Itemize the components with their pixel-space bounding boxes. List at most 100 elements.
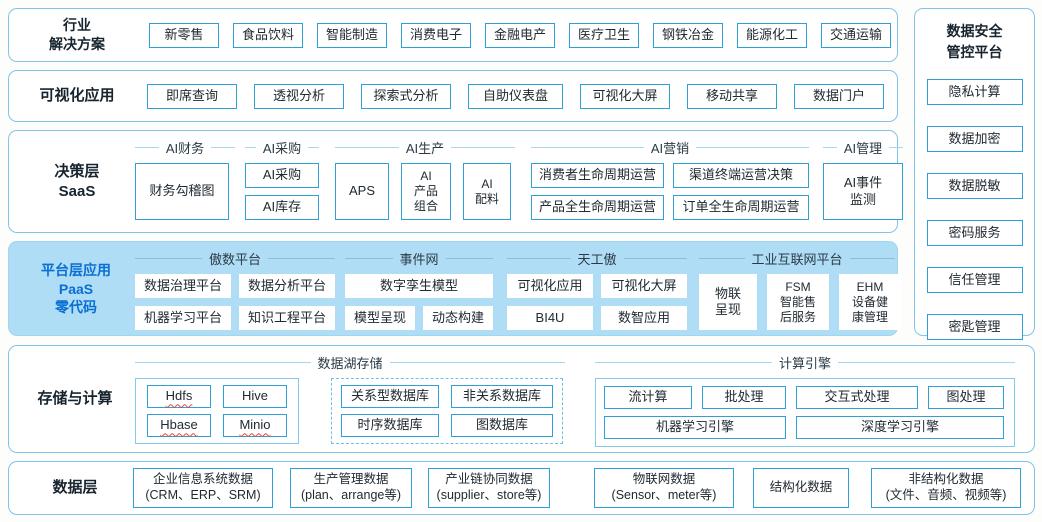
industry-chip-energy-chemical[interactable]: 能源化工 [737, 22, 807, 48]
visualization-panel: 可视化应用 即席查询 透视分析 探索式分析 自助仪表盘 可视化大屏 移动共享 数… [8, 70, 898, 122]
industry-chip-smart-manufacturing[interactable]: 智能制造 [317, 22, 387, 48]
card-time-series-db[interactable]: 时序数据库 [341, 414, 439, 437]
card-stream-computing[interactable]: 流计算 [604, 386, 692, 409]
card-model-presentation[interactable]: 模型呈现 [345, 306, 415, 330]
viz-chip-data-portal[interactable]: 数据门户 [794, 83, 884, 109]
divider-line [135, 147, 159, 148]
card-data-analysis-platform[interactable]: 数据分析平台 [239, 274, 335, 298]
group-title: AI管理 [843, 141, 883, 156]
industry-chip-new-retail[interactable]: 新零售 [149, 22, 219, 48]
viz-chip-self-service-dashboard[interactable]: 自助仪表盘 [468, 83, 563, 109]
group-body: 数字孪生模型 模型呈现 动态构建 [345, 274, 493, 330]
card-ai-ingredients[interactable]: AI 配料 [463, 163, 511, 220]
card-privacy-computing[interactable]: 隐私计算 [926, 79, 1023, 105]
data-source-list: 企业信息系统数据 (CRM、ERP、SRM) 生产管理数据 (plan、arra… [133, 468, 1021, 508]
card-consumer-lifecycle-ops[interactable]: 消费者生命周期运营 [531, 163, 664, 188]
divider-line [507, 258, 571, 259]
card-dl-engine[interactable]: 深度学习引擎 [796, 416, 1004, 439]
divider-line [308, 147, 320, 148]
group-aoshu-header: 傲数平台 [135, 250, 336, 267]
storage-compute-label: 存储与计算 [37, 389, 113, 407]
card-enterprise-info-system-data[interactable]: 企业信息系统数据 (CRM、ERP、SRM) [133, 468, 273, 508]
card-key-management[interactable]: 密匙管理 [926, 314, 1023, 340]
card-product-lifecycle-ops[interactable]: 产品全生命周期运营 [531, 195, 664, 220]
card-production-management-data[interactable]: 生产管理数据 (plan、arrange等) [290, 468, 412, 508]
hdfs-label: Hdfs [165, 388, 193, 404]
industry-chip-finance[interactable]: 金融电产 [485, 22, 555, 48]
group-title: AI采购 [262, 141, 302, 156]
compute-engine-row1: 流计算 批处理 交互式处理 图处理 [604, 386, 1006, 409]
card-digital-intelligence-app[interactable]: 数智应用 [601, 306, 687, 330]
card-ai-inventory[interactable]: AI库存 [245, 195, 319, 220]
viz-chip-exploratory-analysis[interactable]: 探索式分析 [361, 83, 451, 109]
card-channel-terminal-ops[interactable]: 渠道终端运营决策 [673, 163, 809, 188]
database-cluster: 关系型数据库 非关系数据库 时序数据库 图数据库 [331, 378, 563, 444]
card-ai-product-mix[interactable]: AI 产品 组合 [401, 163, 451, 220]
card-ai-event-monitoring[interactable]: AI事件 监测 [823, 163, 903, 220]
industry-chip-food-beverage[interactable]: 食品饮料 [233, 22, 303, 48]
group-title: AI财务 [165, 141, 205, 156]
group-tiangong-ao-header: 天工傲 [507, 250, 688, 267]
group-ai-marketing-header: AI营销 [531, 139, 810, 156]
group-industrial-internet-platform: 工业互联网平台 物联 呈现 FSM 智能售 后服务 EHM 设备健 康管理 [699, 250, 901, 330]
card-visualization-screen[interactable]: 可视化大屏 [601, 274, 687, 298]
data-layer-label: 数据层 [52, 478, 98, 496]
card-hdfs[interactable]: Hdfs [147, 385, 211, 408]
minio-label: Minio [239, 417, 271, 433]
card-visualization-app[interactable]: 可视化应用 [507, 274, 593, 298]
card-interactive-processing[interactable]: 交互式处理 [796, 386, 918, 409]
card-fsm-after-sales-service[interactable]: FSM 智能售 后服务 [767, 274, 829, 330]
card-unstructured-data[interactable]: 非结构化数据 (文件、音频、视频等) [871, 468, 1021, 508]
card-knowledge-engineering-platform[interactable]: 知识工程平台 [239, 306, 335, 330]
viz-chip-mobile-sharing[interactable]: 移动共享 [687, 83, 777, 109]
divider-line [838, 362, 1016, 363]
card-iot-presentation[interactable]: 物联 呈现 [699, 274, 757, 330]
card-minio[interactable]: Minio [223, 414, 287, 437]
card-order-lifecycle-ops[interactable]: 订单全生命周期运营 [673, 195, 809, 220]
paas-label: 平台层应用 PaaS 零代码 [41, 261, 111, 316]
card-industry-chain-collab-data[interactable]: 产业链协同数据 (supplier、store等) [428, 468, 550, 508]
card-ml-engine[interactable]: 机器学习引擎 [604, 416, 786, 439]
card-cryptography-service[interactable]: 密码服务 [926, 220, 1023, 246]
paas-panel: 平台层应用 PaaS 零代码 傲数平台 数据治理平台 数据分析平台 机器学习平台… [8, 241, 901, 336]
card-structured-data[interactable]: 结构化数据 [753, 468, 849, 508]
card-hbase[interactable]: Hbase [147, 414, 211, 437]
card-data-masking[interactable]: 数据脱敏 [926, 173, 1023, 199]
card-machine-learning-platform[interactable]: 机器学习平台 [135, 306, 231, 330]
card-graph-db[interactable]: 图数据库 [451, 414, 553, 437]
card-graph-processing[interactable]: 图处理 [928, 386, 1004, 409]
card-relational-db[interactable]: 关系型数据库 [341, 385, 439, 408]
industry-chip-consumer-electronics[interactable]: 消费电子 [401, 22, 471, 48]
card-iot-data[interactable]: 物联网数据 (Sensor、meter等) [594, 468, 734, 508]
group-title: 天工傲 [577, 252, 617, 267]
group-title: 工业互联网平台 [751, 252, 843, 267]
card-batch-processing[interactable]: 批处理 [702, 386, 786, 409]
card-financial-reconciliation[interactable]: 财务勾稽图 [135, 163, 229, 220]
card-bi4u[interactable]: BI4U [507, 306, 593, 330]
industry-chip-steel-metallurgy[interactable]: 钢铁冶金 [653, 22, 723, 48]
card-data-governance-platform[interactable]: 数据治理平台 [135, 274, 231, 298]
viz-chip-pivot-analysis[interactable]: 透视分析 [254, 83, 344, 109]
industry-chip-transportation[interactable]: 交通运输 [821, 22, 891, 48]
group-event-network: 事件网 数字孪生模型 模型呈现 动态构建 [345, 250, 494, 330]
card-ehm-equipment-health[interactable]: EHM 设备健 康管理 [839, 274, 901, 330]
card-non-relational-db[interactable]: 非关系数据库 [451, 385, 553, 408]
card-digital-twin-model[interactable]: 数字孪生模型 [345, 274, 493, 298]
industry-chip-healthcare[interactable]: 医疗卫生 [569, 22, 639, 48]
event-network-row: 模型呈现 动态构建 [345, 306, 493, 330]
card-aps[interactable]: APS [335, 163, 389, 220]
card-trust-management[interactable]: 信任管理 [926, 267, 1023, 293]
card-dynamic-construction[interactable]: 动态构建 [423, 306, 493, 330]
group-body: 消费者生命周期运营 渠道终端运营决策 产品全生命周期运营 订单全生命周期运营 [531, 163, 809, 220]
card-ai-procurement[interactable]: AI采购 [245, 163, 319, 188]
group-compute-engine-header: 计算引擎 [595, 354, 1016, 371]
viz-chip-big-screen[interactable]: 可视化大屏 [580, 83, 670, 109]
group-title: AI营销 [650, 141, 690, 156]
group-body: AI采购 AI库存 [245, 163, 319, 220]
viz-chip-adhoc-query[interactable]: 即席查询 [147, 83, 237, 109]
group-aoshu-platform: 傲数平台 数据治理平台 数据分析平台 机器学习平台 知识工程平台 [135, 250, 336, 330]
group-ai-production-header: AI生产 [335, 139, 516, 156]
card-data-encryption[interactable]: 数据加密 [926, 126, 1023, 152]
card-hive[interactable]: Hive [223, 385, 287, 408]
data-layer-panel: 数据层 企业信息系统数据 (CRM、ERP、SRM) 生产管理数据 (plan、… [8, 461, 1035, 515]
